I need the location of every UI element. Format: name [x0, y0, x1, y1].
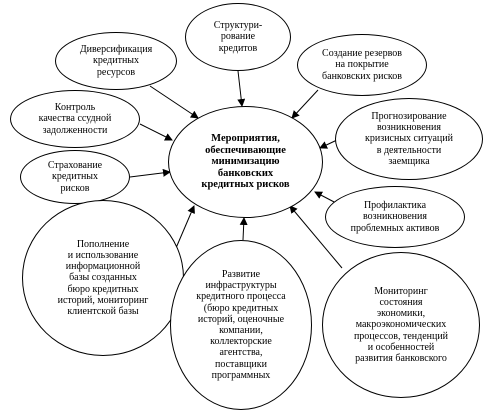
node-economy-monitoring-label: Мониторинг состояния экономики, макроэко…	[353, 285, 449, 364]
node-center-label: Мероприятия, обеспечивающие минимизацию …	[201, 133, 290, 191]
node-crisis-forecasting-label: Прогнозирование возникновения кризисных …	[365, 111, 453, 167]
node-diversification-label: Диверсификация кредитных ресурсов	[79, 44, 153, 78]
arrow-insure-to-center	[129, 168, 171, 178]
node-center-measures: Мероприятия, обеспечивающие минимизацию …	[168, 106, 323, 218]
node-problem-assets-prevention: Профилактика возникновения проблемных ак…	[325, 186, 465, 248]
node-risk-insurance-label: Страхование кредитных рисков	[47, 160, 103, 194]
node-structuring-label: Структури- рование кредитов	[213, 20, 263, 54]
arrow-monitor-to-center	[289, 205, 343, 269]
node-loan-quality-control: Контроль качества ссудной задолженности	[10, 90, 140, 148]
node-crisis-forecasting: Прогнозирование возникновения кризисных …	[335, 98, 483, 180]
node-credit-bureau-database: Пополнение и использование информационно…	[22, 200, 184, 356]
node-loan-quality-control-label: Контроль качества ссудной задолженности	[38, 102, 112, 136]
arrow-forecast-to-center	[319, 139, 338, 149]
node-diversification: Диверсификация кредитных ресурсов	[55, 32, 177, 90]
node-risk-insurance: Страхование кредитных рисков	[20, 150, 130, 204]
node-credit-infrastructure: Развитие инфраструктуры кредитного проце…	[170, 240, 312, 410]
node-credit-bureau-database-label: Пополнение и использование информационно…	[57, 238, 149, 317]
arrow-struct-to-center	[237, 70, 246, 107]
arrow-infra-to-center	[239, 217, 248, 241]
arrow-replen-to-center	[175, 205, 195, 249]
arrow-reserves-to-center	[291, 89, 319, 119]
node-reserves: Создание резервов на покрытие банковских…	[297, 34, 427, 96]
node-economy-monitoring: Мониторинг состояния экономики, макроэко…	[322, 252, 480, 398]
node-problem-assets-prevention-label: Профилактика возникновения проблемных ак…	[350, 200, 440, 234]
node-reserves-label: Создание резервов на покрытие банковских…	[322, 48, 402, 82]
node-structuring: Структури- рование кредитов	[185, 3, 291, 71]
arrow-control-to-center	[139, 123, 173, 141]
arrow-divers-to-center	[149, 85, 199, 119]
node-credit-infrastructure-label: Развитие инфраструктуры кредитного проце…	[196, 269, 286, 381]
